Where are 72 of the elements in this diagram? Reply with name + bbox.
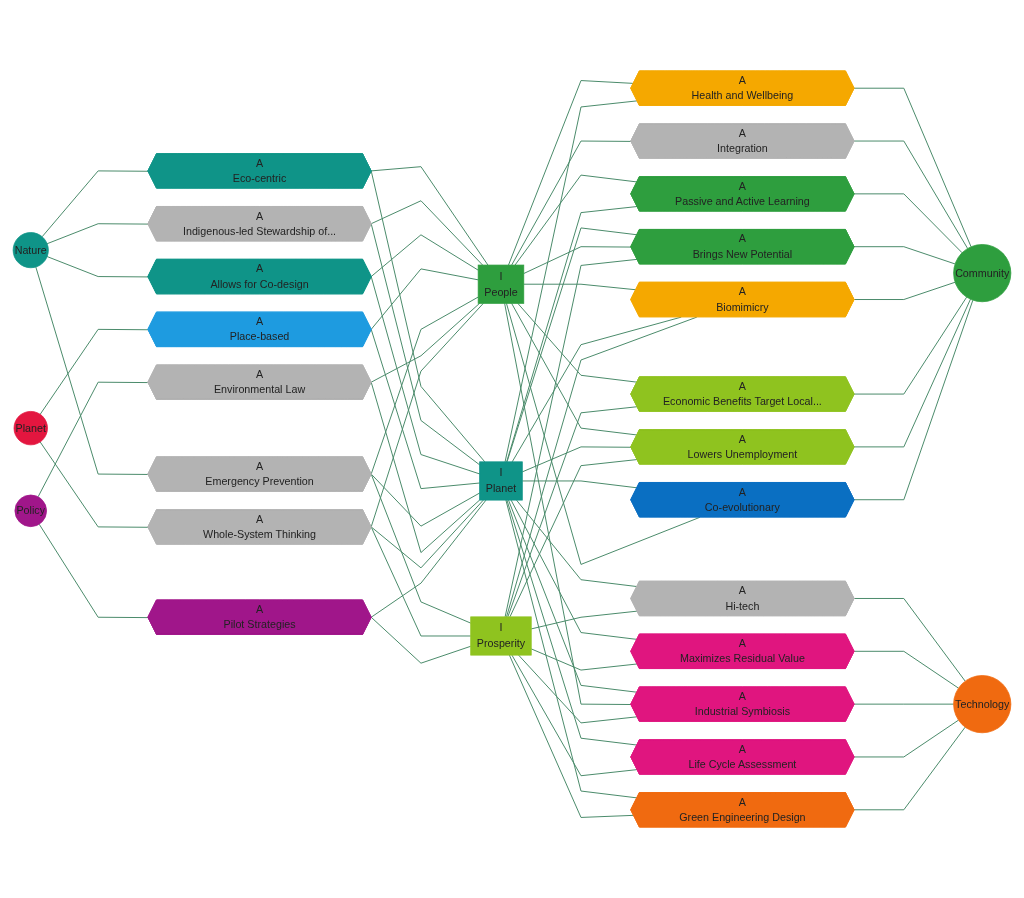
connector — [46, 256, 149, 278]
connector — [509, 459, 638, 618]
connector — [370, 170, 486, 463]
connector — [853, 299, 974, 501]
connector — [46, 223, 149, 245]
connector — [370, 223, 481, 466]
connector — [370, 616, 472, 664]
connector — [35, 266, 149, 475]
connector — [516, 499, 638, 588]
connector — [521, 480, 638, 489]
connector — [508, 80, 635, 266]
connector — [370, 473, 481, 527]
node-circle: Planet — [13, 411, 48, 446]
connector — [853, 650, 959, 689]
node-circle: Policy — [14, 494, 47, 528]
connector — [370, 473, 472, 624]
connector — [853, 281, 956, 300]
connector — [39, 328, 149, 415]
connector — [370, 268, 479, 330]
connector — [853, 598, 966, 682]
connector — [521, 446, 632, 473]
node-box: I Prosperity — [470, 616, 532, 656]
connector — [38, 523, 149, 619]
connector — [508, 654, 635, 818]
connector — [514, 174, 638, 266]
connector — [370, 328, 481, 490]
connector — [506, 499, 638, 746]
connector — [505, 499, 638, 799]
connector — [511, 302, 638, 436]
connector — [523, 283, 637, 291]
node-box: I People — [477, 264, 525, 304]
connector — [853, 296, 968, 395]
connector — [504, 258, 638, 618]
connector — [370, 302, 484, 528]
connector — [510, 499, 638, 640]
connector — [511, 654, 638, 777]
connector — [370, 200, 484, 266]
connector — [517, 302, 638, 383]
connector — [511, 140, 632, 266]
node-circle: Nature — [12, 232, 49, 269]
connector — [523, 246, 632, 274]
connector — [511, 316, 682, 463]
connector — [370, 499, 484, 569]
node-circle: Community — [953, 244, 1012, 303]
connector — [39, 441, 149, 528]
connector — [518, 654, 638, 724]
connector — [853, 703, 955, 705]
connector — [370, 234, 479, 278]
connector — [370, 302, 481, 383]
connector — [370, 526, 472, 637]
connector — [507, 499, 638, 693]
connector — [506, 316, 698, 618]
connector — [530, 648, 638, 671]
connector — [530, 610, 638, 630]
connector — [853, 298, 971, 448]
connector — [853, 726, 966, 811]
node-circle: Technology — [953, 675, 1012, 734]
connector — [505, 302, 701, 565]
connector — [504, 100, 638, 463]
connector — [853, 87, 972, 248]
connector — [41, 170, 149, 238]
connector — [507, 406, 638, 618]
connector — [370, 381, 481, 554]
node-box: I Planet — [479, 461, 523, 501]
connector — [853, 193, 963, 254]
connector — [37, 381, 149, 498]
connector — [853, 246, 956, 265]
connector — [370, 499, 487, 618]
connector — [853, 719, 959, 758]
connector — [504, 302, 632, 705]
connector — [853, 140, 969, 249]
connector — [370, 166, 489, 266]
